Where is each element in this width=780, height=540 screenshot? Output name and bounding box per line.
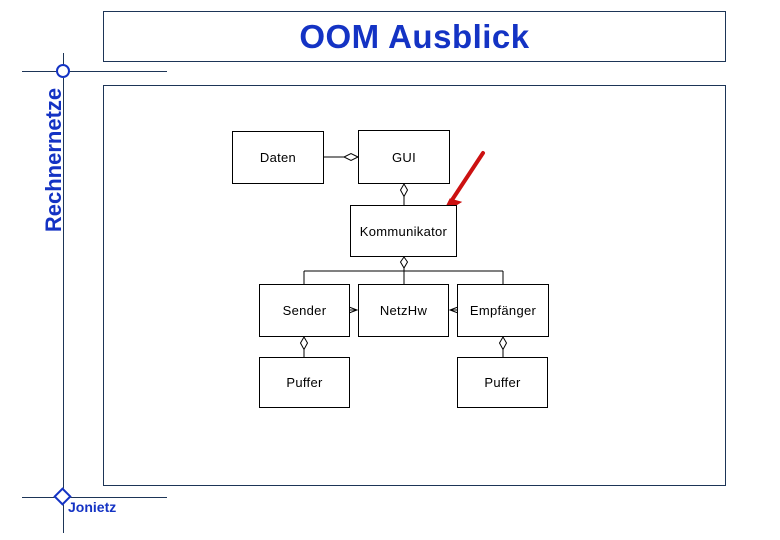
sidebar-horizontal-rule-top	[22, 71, 167, 72]
uml-box-gui: GUI	[358, 130, 450, 184]
sidebar-vertical-rule-top	[63, 53, 64, 71]
uml-box-empfaenger: Empfänger	[457, 284, 549, 337]
uml-box-sender: Sender	[259, 284, 350, 337]
uml-box-label: Kommunikator	[359, 223, 448, 239]
uml-box-label: NetzHw	[379, 303, 428, 318]
sidebar-vertical-rule-bottom	[63, 503, 64, 533]
uml-box-label: Daten	[259, 150, 297, 165]
course-title-vertical: Rechnernetze	[41, 87, 66, 233]
sidebar-horizontal-rule-bottom	[22, 497, 167, 498]
uml-box-label: Puffer	[286, 375, 323, 390]
bullet-circle-icon	[56, 64, 70, 78]
author-name: Jonietz	[68, 499, 117, 515]
uml-box-label: GUI	[391, 149, 416, 165]
uml-box-label: Sender	[282, 303, 327, 318]
uml-box-daten: Daten	[232, 131, 324, 184]
uml-box-puffer-left: Puffer	[259, 357, 350, 408]
uml-box-label: Empfänger	[469, 303, 537, 318]
uml-box-netzhw: NetzHw	[358, 284, 449, 337]
title-frame: OOM Ausblick	[103, 11, 726, 62]
uml-box-puffer-right: Puffer	[457, 357, 548, 408]
sidebar-vertical-rule-main	[63, 78, 64, 490]
page-title: OOM Ausblick	[299, 17, 530, 55]
uml-box-kommunikator: Kommunikator	[350, 205, 457, 257]
uml-box-label: Puffer	[484, 375, 521, 390]
